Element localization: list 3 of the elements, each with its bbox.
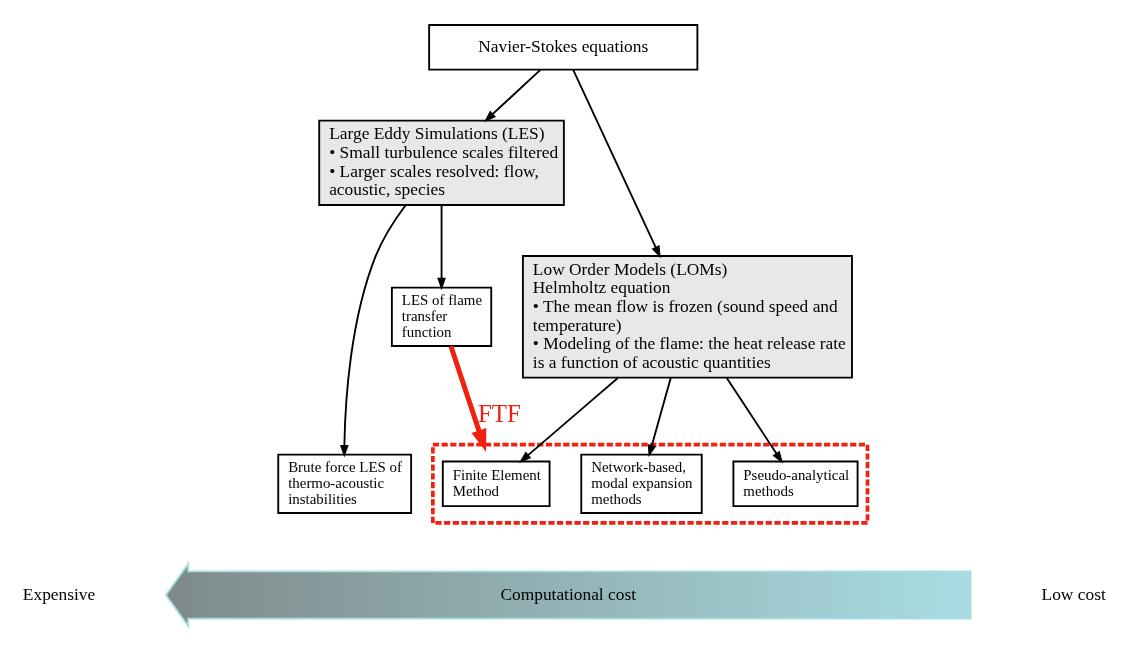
label: Low cost (1041, 584, 1106, 604)
edge-label: FTF (477, 399, 521, 427)
label: Expensive (22, 584, 96, 604)
